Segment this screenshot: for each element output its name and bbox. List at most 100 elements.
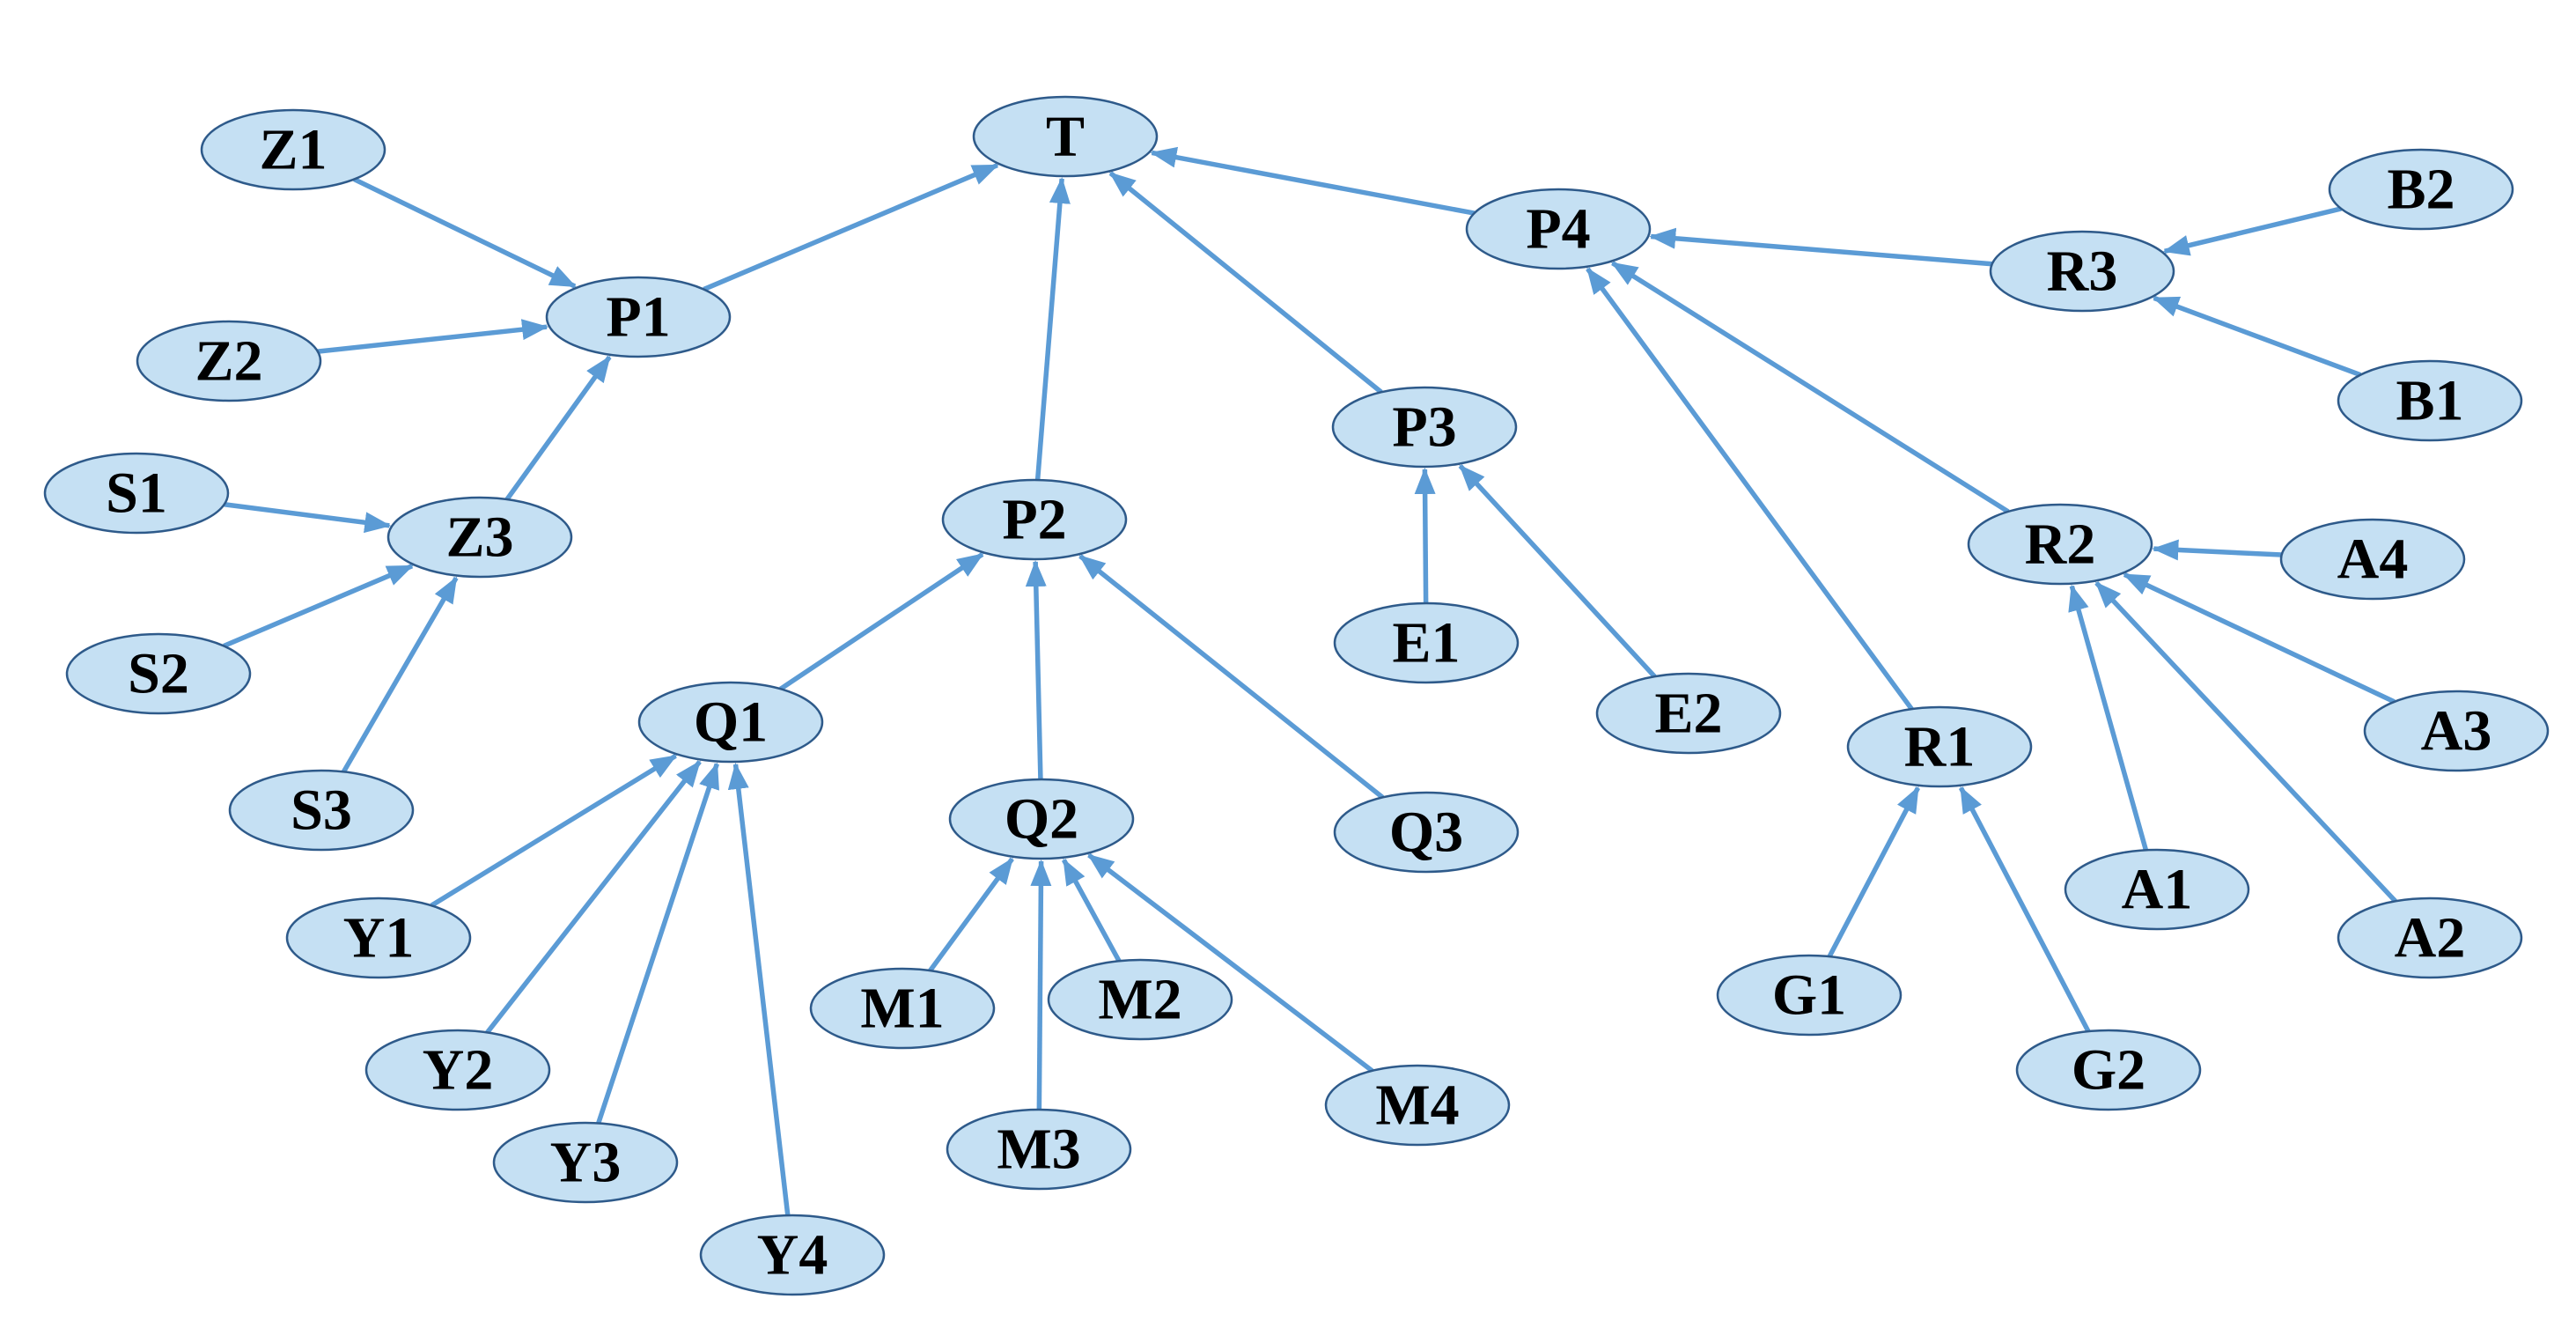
edges-layer [223,146,2397,1216]
node-label: M2 [1098,968,1181,1032]
node-m2: M2 [1047,958,1233,1041]
node-s2: S2 [65,632,252,715]
edge-p4-to-t [1150,146,1476,216]
node-y4: Y4 [699,1214,886,1296]
edge-p1-to-t [703,163,999,292]
edge-y2-to-q1 [485,760,702,1035]
node-ellipse [2328,148,2514,231]
edge-p2-to-t [1034,176,1071,481]
node-label: Q1 [694,690,768,755]
node-label: S3 [291,778,352,843]
node-a2: A2 [2337,897,2523,979]
node-ellipse [1333,601,1520,684]
node-b2: B2 [2328,148,2514,231]
edge-y3-to-q1 [596,762,719,1125]
edge-r1-to-p4 [1586,267,1914,711]
node-p3: P3 [1331,386,1518,469]
node-label: S1 [106,461,167,526]
node-ellipse [941,478,1128,561]
edge-e2-to-p3 [1458,464,1657,679]
node-label: Y2 [423,1038,494,1103]
edge-z1-to-p1 [353,177,577,289]
node-label: R3 [2047,240,2118,304]
edge-m2-to-q2 [1061,858,1122,963]
node-ellipse [972,95,1159,178]
node-label: R2 [2025,513,2096,577]
edge-p3-to-t [1108,171,1383,395]
node-ellipse [43,452,230,535]
node-ellipse [65,632,252,715]
edge-g1-to-r1 [1827,786,1921,958]
node-a4: A4 [2279,518,2466,601]
node-z2: Z2 [136,320,322,402]
node-g2: G2 [2015,1029,2202,1111]
node-label: P3 [1392,395,1456,460]
node-ellipse [285,897,472,979]
node-e1: E1 [1333,601,1520,684]
node-ellipse [699,1214,886,1296]
node-y2: Y2 [364,1029,551,1111]
node-y3: Y3 [492,1121,679,1204]
node-ellipse [2064,848,2250,931]
edge-b2-to-r3 [2162,206,2342,256]
node-ellipse [1989,230,2175,313]
node-p4: P4 [1465,188,1652,270]
node-label: Z1 [259,118,327,182]
node-ellipse [1595,672,1782,755]
node-label: B2 [2387,158,2455,222]
node-ellipse [492,1121,679,1204]
node-e2: E2 [1595,672,1782,755]
node-label: B1 [2396,369,2463,433]
edge-z3-to-p1 [504,355,612,501]
node-ellipse [228,769,415,852]
node-ellipse [637,681,824,764]
node-p1: P1 [545,276,732,358]
node-m1: M1 [809,967,996,1050]
edge-m1-to-q2 [928,857,1014,972]
node-q2: Q2 [948,778,1135,860]
node-ellipse [2279,518,2466,601]
node-label: A1 [2122,858,2193,922]
node-m3: M3 [946,1108,1132,1191]
node-r2: R2 [1967,503,2153,586]
node-ellipse [1465,188,1652,270]
node-ellipse [1047,958,1233,1041]
node-label: G1 [1772,963,1846,1028]
node-y1: Y1 [285,897,472,979]
edge-b1-to-r3 [2152,295,2362,378]
node-g1: G1 [1716,954,1903,1037]
node-label: Y3 [550,1131,622,1195]
node-z1: Z1 [200,108,386,191]
node-r1: R1 [1846,705,2033,788]
edge-a4-to-r2 [2152,539,2282,561]
node-label: R1 [1904,715,1976,779]
node-q3: Q3 [1333,791,1520,874]
node-ellipse [1967,503,2153,586]
node-label: M4 [1375,1074,1459,1138]
node-label: T [1046,105,1085,169]
node-label: Z3 [445,505,513,570]
edge-r3-to-p4 [1649,227,1992,267]
node-label: A4 [2337,528,2409,592]
node-q1: Q1 [637,681,824,764]
edge-q1-to-p2 [779,552,984,691]
node-label: Q3 [1389,801,1463,865]
node-s1: S1 [43,452,230,535]
node-b1: B1 [2337,359,2523,442]
edge-e1-to-p3 [1414,467,1436,604]
node-ellipse [2337,897,2523,979]
node-label: Y1 [343,906,415,970]
edge-q2-to-p2 [1025,559,1047,780]
node-ellipse [1331,386,1518,469]
node-ellipse [946,1108,1132,1191]
node-z3: Z3 [386,496,573,579]
node-label: A2 [2395,906,2466,970]
node-label: E1 [1392,611,1460,675]
node-r3: R3 [1989,230,2175,313]
edge-a1-to-r2 [2068,584,2149,852]
node-m4: M4 [1324,1064,1511,1147]
node-ellipse [364,1029,551,1111]
edge-s1-to-z3 [224,502,392,534]
node-label: M1 [860,977,944,1041]
node-ellipse [200,108,386,191]
